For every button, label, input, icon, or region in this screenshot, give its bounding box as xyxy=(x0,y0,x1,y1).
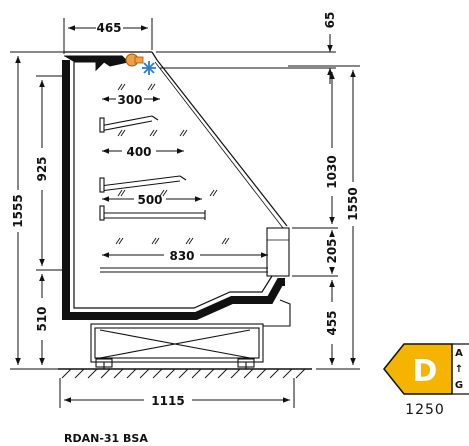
snowflake-icon xyxy=(142,61,156,75)
dim-top-offset: 65 xyxy=(323,12,337,29)
dim-shelf-2: 400 xyxy=(126,145,151,159)
energy-label: D A ↑ G 1250 xyxy=(383,343,469,418)
dim-front-panel: 205 xyxy=(325,238,339,263)
energy-class: D xyxy=(413,354,438,389)
dim-glass-height: 925 xyxy=(35,156,49,181)
energy-scale-bottom: G xyxy=(455,380,463,391)
dim-front-height: 1030 xyxy=(325,155,339,188)
dimension-lines xyxy=(10,18,360,408)
dim-shelf-3: 500 xyxy=(137,193,162,207)
model-name: RDAN-31 BSA xyxy=(64,432,148,445)
cabinet-wall xyxy=(62,60,285,320)
canopy xyxy=(64,55,129,72)
floor-line xyxy=(58,368,312,379)
dim-total-height-left: 1555 xyxy=(11,194,25,227)
dim-deck: 830 xyxy=(169,249,194,263)
dim-total-depth: 1115 xyxy=(151,394,184,408)
dim-base-height-left: 510 xyxy=(35,306,49,331)
dim-shelf-1: 300 xyxy=(117,93,142,107)
dim-top-depth: 465 xyxy=(96,21,121,35)
energy-scale-top: A xyxy=(455,348,463,359)
glass-front xyxy=(151,51,290,277)
dim-total-height-right: 1550 xyxy=(346,187,360,220)
dim-base-height-right: 455 xyxy=(325,310,339,335)
base-frame xyxy=(90,299,291,369)
energy-class-arrow xyxy=(383,343,453,395)
lamp-icon xyxy=(125,53,144,67)
energy-scale-arrow: ↑ xyxy=(455,364,463,375)
shelves xyxy=(99,115,268,273)
hatch-marks xyxy=(115,83,230,245)
cabinet-inner-wall xyxy=(73,62,273,309)
energy-value: 1250 xyxy=(405,402,445,418)
